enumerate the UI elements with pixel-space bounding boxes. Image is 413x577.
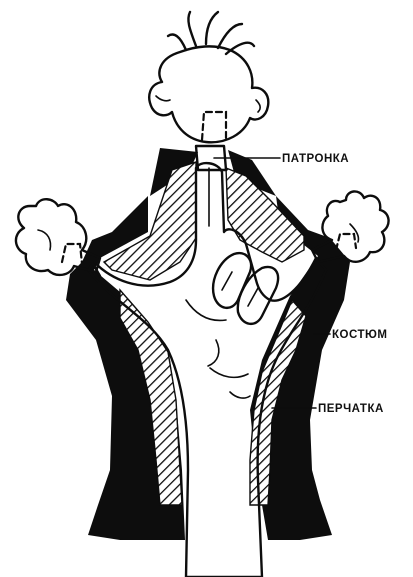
label-costume: КОСТЮМ <box>332 329 387 341</box>
label-cartridge: ПАТРОНКА <box>282 153 349 165</box>
label-glove: ПЕРЧАТКА <box>318 403 384 415</box>
puppet-head <box>149 12 268 142</box>
costume-shape <box>66 148 350 540</box>
